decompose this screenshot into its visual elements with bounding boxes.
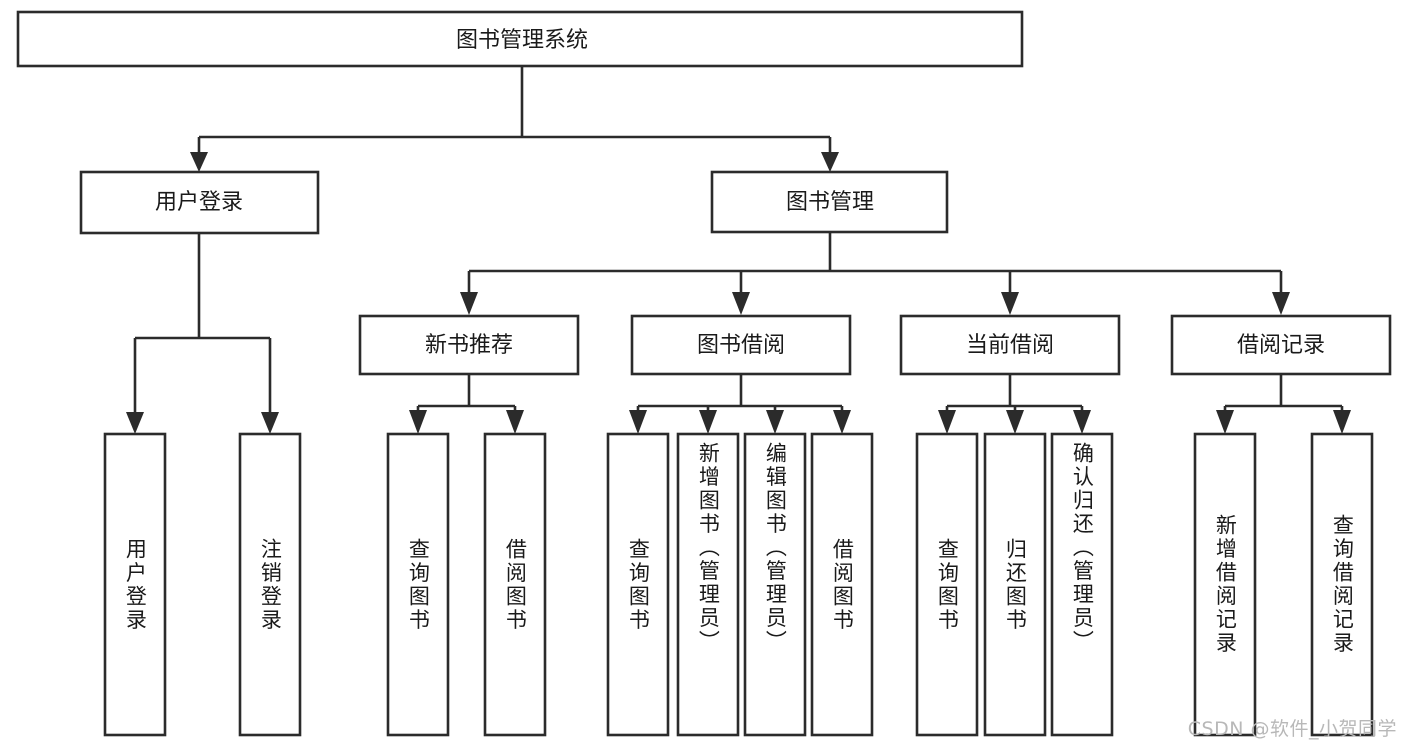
node-current-borrow[interactable]: 当前借阅 (899, 314, 1121, 376)
arrowhead-leaf-add-book (699, 410, 717, 434)
arrowhead-user-login (190, 152, 208, 172)
watermark-text: CSDN @软件_小贺同学 (1187, 718, 1397, 740)
node-root-box[interactable] (16, 10, 1024, 68)
arrowhead-current-borrow (1001, 292, 1019, 315)
node-leaf-logout-login-box[interactable] (238, 432, 302, 737)
arrowhead-leaf-user-login (126, 412, 144, 434)
node-book-borrow-box[interactable] (630, 314, 852, 376)
arrowhead-leaf-add-record (1216, 410, 1234, 434)
node-new-book-recommend-box[interactable] (358, 314, 580, 376)
arrowhead-new-book-recommend (460, 292, 478, 315)
node-current-borrow-label: 当前借阅 (966, 333, 1054, 358)
node-leaf-add-record-box[interactable] (1193, 432, 1257, 737)
node-leaf-borrow-book-1-box[interactable] (483, 432, 547, 737)
node-borrow-record-label: 借阅记录 (1237, 333, 1325, 358)
node-leaf-query-record-box[interactable] (1310, 432, 1374, 737)
arrowhead-leaf-logout-login (261, 412, 279, 434)
node-user-login-label: 用户登录 (155, 190, 243, 215)
node-leaf-query-book-3-box[interactable] (915, 432, 979, 737)
arrowhead-leaf-query-book-2 (629, 410, 647, 434)
node-root[interactable]: 图书管理系统 (16, 10, 1024, 68)
node-book-management-box[interactable] (710, 170, 949, 234)
node-book-borrow-label: 图书借阅 (697, 333, 785, 358)
connector-group-book-borrow (629, 374, 851, 434)
arrowhead-leaf-query-record (1333, 410, 1351, 434)
arrowhead-leaf-edit-book (766, 410, 784, 434)
arrowhead-book-management (821, 152, 839, 172)
node-new-book-recommend-label: 新书推荐 (425, 333, 513, 358)
node-leaf-borrow-book-2-box[interactable] (810, 432, 874, 737)
node-borrow-record[interactable]: 借阅记录 (1170, 314, 1392, 376)
arrowhead-leaf-confirm-return (1073, 410, 1091, 434)
connector-group-new-book-recommend (409, 374, 524, 434)
node-root-label: 图书管理系统 (456, 28, 588, 53)
node-leaf-add-book-box[interactable] (676, 432, 740, 737)
arrowhead-leaf-borrow-book-2 (833, 410, 851, 434)
node-book-management[interactable]: 图书管理 (710, 170, 949, 234)
arrowhead-book-borrow (732, 292, 750, 315)
node-book-borrow[interactable]: 图书借阅 (630, 314, 852, 376)
connector-group-book-management (460, 232, 1290, 315)
node-leaf-return-book-box[interactable] (983, 432, 1047, 737)
node-leaf-user-login-box[interactable] (103, 432, 167, 737)
node-leaf-edit-book-box[interactable] (743, 432, 807, 737)
connector-group-current-borrow (938, 374, 1091, 434)
connector-group-borrow-record (1216, 374, 1351, 434)
node-current-borrow-box[interactable] (899, 314, 1121, 376)
arrowhead-leaf-query-book-1 (409, 410, 427, 434)
arrowhead-leaf-query-book-3 (938, 410, 956, 434)
node-new-book-recommend[interactable]: 新书推荐 (358, 314, 580, 376)
connector-group-root (190, 66, 839, 172)
node-book-management-label: 图书管理 (786, 190, 874, 215)
node-borrow-record-box[interactable] (1170, 314, 1392, 376)
arrowhead-leaf-borrow-book-1 (506, 410, 524, 434)
node-leaf-query-book-2-box[interactable] (606, 432, 670, 737)
node-leaf-query-book-1-box[interactable] (386, 432, 450, 737)
arrowhead-borrow-record (1272, 292, 1290, 315)
node-leaf-confirm-return-box[interactable] (1050, 432, 1114, 737)
node-user-login-box[interactable] (79, 170, 320, 235)
node-user-login[interactable]: 用户登录 (79, 170, 320, 235)
arrowhead-leaf-return-book (1006, 410, 1024, 434)
connector-group-user-login (126, 233, 279, 434)
